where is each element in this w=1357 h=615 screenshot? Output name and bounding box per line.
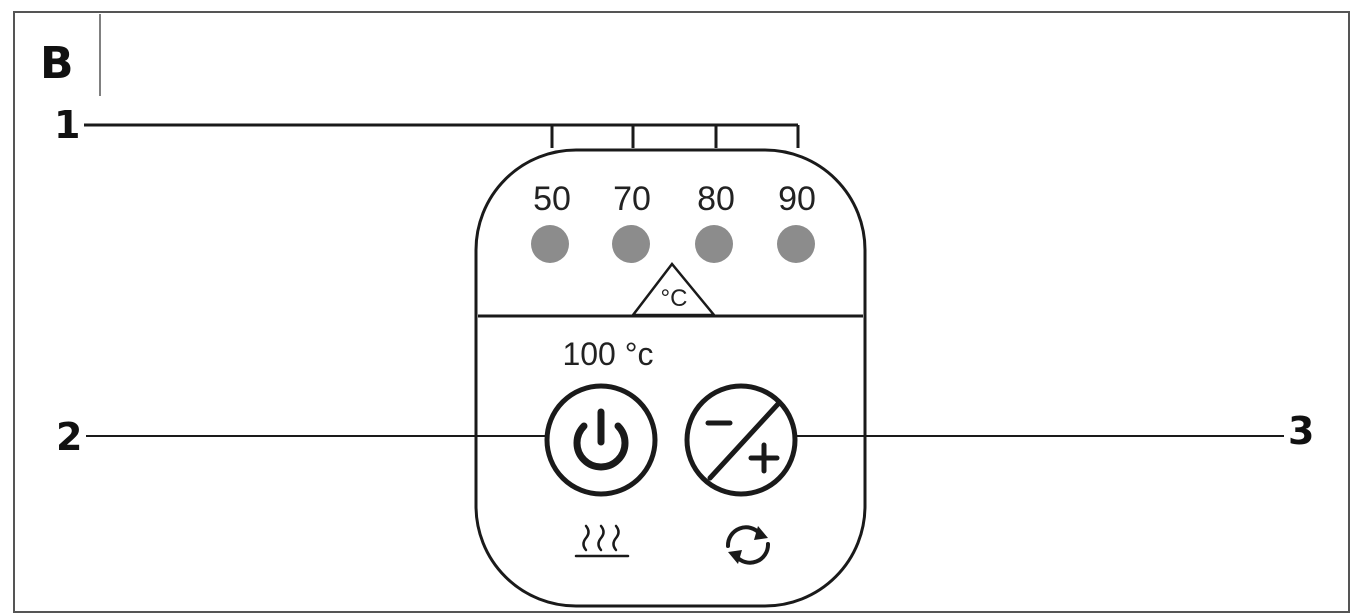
minus-plus-button[interactable] <box>684 383 798 497</box>
callout-1: 1 <box>54 103 80 147</box>
temp-label-70: 70 <box>613 180 651 218</box>
temp-label-50: 50 <box>533 180 571 218</box>
panel-letter: B <box>40 38 74 89</box>
led-50 <box>531 225 569 263</box>
led-70 <box>612 225 650 263</box>
heat-waves-icon <box>574 524 630 558</box>
callout-3: 3 <box>1288 409 1314 453</box>
minus-plus-icon <box>705 401 781 481</box>
celsius-triangle-icon <box>630 261 717 317</box>
led-90 <box>777 225 815 263</box>
led-80 <box>695 225 733 263</box>
control-panel-body <box>474 148 867 608</box>
boil-label: 100 °c <box>562 336 653 372</box>
celsius-symbol: °C <box>661 285 688 312</box>
figure-frame <box>13 11 1350 613</box>
power-button[interactable] <box>544 383 658 497</box>
callout-2: 2 <box>56 415 82 459</box>
temp-label-90: 90 <box>778 180 816 218</box>
refresh-cycle-icon <box>725 525 771 565</box>
power-icon <box>573 408 629 471</box>
callout-1-leader <box>84 123 800 148</box>
temp-label-80: 80 <box>697 180 735 218</box>
